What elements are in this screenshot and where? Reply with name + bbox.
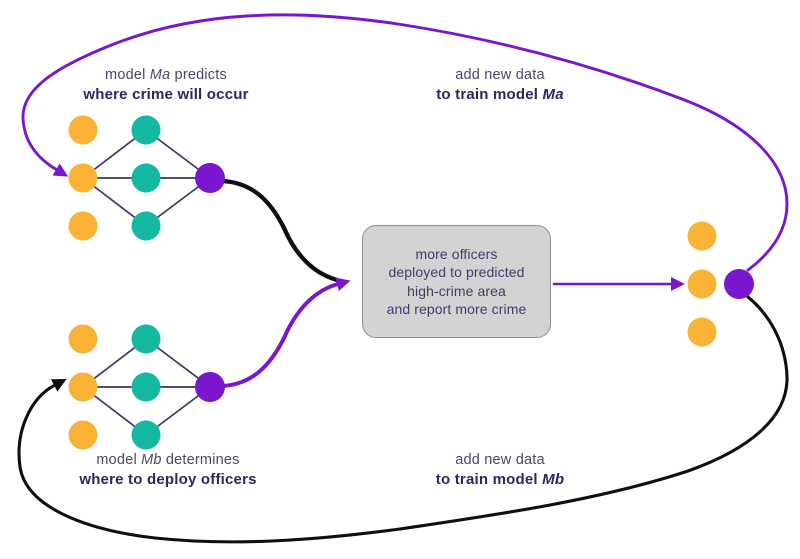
output-data-node-1 [687,221,717,251]
network-a-hidden-node-3 [131,211,161,241]
center-box-line2: deployed to predicted [388,264,525,280]
center-box-line4: and report more crime [386,301,527,317]
feedback-b-caption: add new data to train model Mb [436,451,564,489]
model-a-caption-line2: where crime will occur [83,86,249,103]
network-a-nodes [68,115,225,241]
network-b-input-node-2 [68,372,98,402]
output-model-node [724,269,754,299]
feedback-b-caption-line1: add new data [455,452,545,468]
network-a-hidden-node-2 [131,163,161,193]
network-a-input-node-2 [68,163,98,193]
network-a-input-node-3 [68,211,98,241]
feedback-arrow-train-model-b [17,295,789,544]
output-data-node-2 [687,269,717,299]
network-a-output-node [195,163,225,193]
network-a-input-node-1 [68,115,98,145]
center-box-line3: high-crime area [407,282,506,299]
model-a-caption-line1: model Ma predicts [105,67,227,83]
feedback-a-caption: add new data to train model Ma [436,66,564,104]
feedback-a-caption-line2: to train model Ma [436,86,564,103]
model-a-caption: model Ma predicts where crime will occur [83,66,248,104]
network-b-input-node-3 [68,420,98,450]
feedback-a-caption-line1: add new data [455,67,545,83]
model-b-caption-line1: model Mb determines [96,452,240,468]
network-b-nodes [68,324,225,450]
model-b-caption-line2: where to deploy officers [79,471,257,488]
network-a-hidden-node-1 [131,115,161,145]
arrow-model-a-output-to-box [220,178,340,283]
model-b-caption: model Mb determines where to deploy offi… [79,451,256,489]
network-b-hidden-node-2 [131,372,161,402]
network-b-input-node-1 [68,324,98,354]
output-data-node-3 [687,317,717,347]
feedback-arrow-train-model-a [21,13,789,272]
network-b-hidden-node-1 [131,324,161,354]
center-box-line1: more officers [415,245,498,262]
network-b-hidden-node-3 [131,420,161,450]
center-feedback-box: more officers deployed to predicted high… [362,225,551,338]
feedback-b-caption-line2: to train model Mb [435,471,565,488]
output-cluster-nodes [687,221,754,347]
network-b-output-node [195,372,225,402]
arrow-model-b-output-to-box [221,277,351,388]
